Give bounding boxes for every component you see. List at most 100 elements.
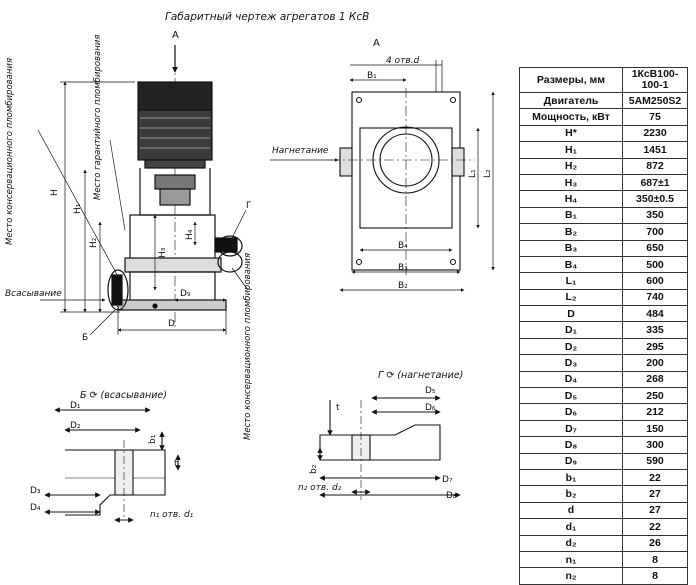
table-cell: B₄ xyxy=(519,255,623,274)
detail-g-title: Г ⟳ (нагнетание) xyxy=(378,370,463,381)
table-header-cell: Размеры, мм xyxy=(519,67,623,93)
table-cell: 8 xyxy=(622,567,688,585)
table-header-row: Размеры, мм 1КсВ100-100-1 xyxy=(519,67,688,93)
table-cell: H₄ xyxy=(519,190,623,208)
dim-h3-label: H₃ xyxy=(158,247,168,258)
detail-g-flange xyxy=(317,395,461,500)
table-cell: D₇ xyxy=(519,419,623,438)
detail-b-holes-label: n₁ отв. d₁ xyxy=(150,510,194,520)
table-cell: b₂ xyxy=(519,485,623,503)
table-header-cell: 1КсВ100-100-1 xyxy=(622,67,688,93)
main-view-dimensions xyxy=(37,81,249,336)
table-cell: H₁ xyxy=(519,141,623,159)
callout-b: Б xyxy=(82,333,88,343)
conservation-seal-top-label: Место консервационного пломбирования xyxy=(5,58,15,245)
detail-g-d8-label: D₈ xyxy=(446,491,457,501)
drawing-title: Габаритный чертеж агрегатов 1 КсВ xyxy=(165,11,369,23)
table-cell: d₁ xyxy=(519,518,623,536)
table-cell: 872 xyxy=(622,157,688,175)
dim-b1-label: B₁ xyxy=(367,71,377,81)
table-cell: D₉ xyxy=(519,452,623,470)
table-cell: 600 xyxy=(622,272,688,290)
table-cell: D₂ xyxy=(519,337,623,356)
dim-l1-label: L₁ xyxy=(468,169,478,178)
table-cell: L₁ xyxy=(519,272,623,290)
detail-g-b2-label: b₂ xyxy=(309,464,319,474)
detail-b-t-label: t xyxy=(174,459,178,469)
table-cell: H₃ xyxy=(519,173,623,192)
table-cell: 484 xyxy=(622,305,688,323)
dim-b4-label: B₄ xyxy=(398,241,408,251)
table-cell: 350 xyxy=(622,206,688,225)
table-cell: H* xyxy=(519,124,623,143)
table-cell: B₂ xyxy=(519,223,623,241)
dim-h-label: H xyxy=(50,189,60,196)
table-cell: n₂ xyxy=(519,567,623,585)
table-cell: L₂ xyxy=(519,288,623,307)
dim-d9-label: D₉ xyxy=(180,289,191,299)
view-a-title: А xyxy=(373,38,380,49)
callout-g: Г xyxy=(246,201,252,211)
table-cell: B₁ xyxy=(519,206,623,225)
table-cell: d xyxy=(519,501,623,520)
table-cell: 740 xyxy=(622,288,688,307)
view-a-arrow-label: А xyxy=(172,30,179,41)
table-cell: 335 xyxy=(622,321,688,339)
table-cell: 590 xyxy=(622,452,688,470)
table-cell: D₃ xyxy=(519,354,623,372)
detail-b-d1-label: D₁ xyxy=(70,401,81,411)
dim-b2-label: B₂ xyxy=(398,281,408,291)
detail-b-flange xyxy=(44,407,181,523)
table-row: H*2230 xyxy=(519,124,688,143)
table-cell: 295 xyxy=(622,337,688,356)
table-cell: 2230 xyxy=(622,124,688,143)
dim-b3-label: B₃ xyxy=(398,263,408,273)
table-cell: 1451 xyxy=(622,141,688,159)
discharge-label: Нагнетание xyxy=(272,146,329,156)
table-cell: D₁ xyxy=(519,321,623,339)
table-cell: 350±0.5 xyxy=(622,190,688,208)
detail-g-d6-label: D₆ xyxy=(425,403,436,413)
table-cell: d₂ xyxy=(519,534,623,552)
table-cell: D₄ xyxy=(519,370,623,389)
table-cell: 650 xyxy=(622,239,688,257)
table-cell: 300 xyxy=(622,436,688,454)
table-cell: 268 xyxy=(622,370,688,389)
table-cell: 212 xyxy=(622,403,688,421)
dim-h4-label: H₄ xyxy=(185,229,195,240)
table-cell: 200 xyxy=(622,354,688,372)
table-cell: b₁ xyxy=(519,468,623,487)
table-cell: n₁ xyxy=(519,550,623,569)
suction-label: Всасывание xyxy=(5,289,62,299)
view-a-dimensions xyxy=(270,60,495,292)
detail-b-title: Б ⟳ (всасывание) xyxy=(80,390,167,401)
table-cell: 8 xyxy=(622,550,688,569)
detail-g-d7-label: D₇ xyxy=(442,475,453,485)
dim-h2-label: H₂ xyxy=(89,237,99,248)
dim-4holes-label: 4 отв.d xyxy=(386,56,420,66)
table-cell: Мощность, кВт xyxy=(519,108,623,126)
